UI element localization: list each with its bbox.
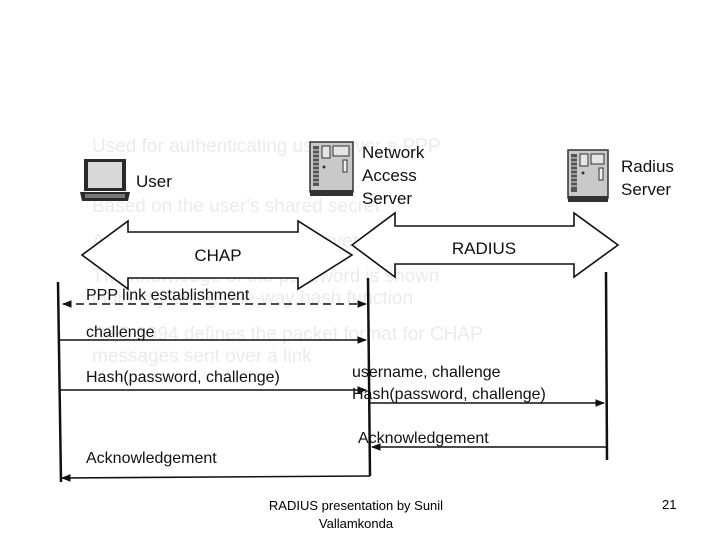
nas-label: Network Access Server (362, 143, 429, 208)
ghost-line: Based on the user's shared secret (92, 196, 380, 217)
chap-double-arrow (80, 219, 354, 291)
radius-label: RADIUS (452, 239, 516, 258)
nas-label-line: Server (362, 189, 412, 208)
radius-double-arrow (350, 211, 620, 279)
user-lifeline (56, 281, 63, 483)
radius-server-label-line: Server (621, 180, 671, 199)
radius-server-label: Radius Server (621, 157, 679, 199)
footer-caption-line: Vallamkonda (318, 516, 394, 531)
user-label: User (136, 172, 172, 191)
ppp-link-label: PPP link establishment (86, 287, 250, 304)
user-ack-arrow (61, 474, 371, 482)
radius-server-icon (567, 149, 609, 202)
laptop-icon (80, 159, 130, 201)
chap-label: CHAP (194, 246, 241, 265)
user-ack-label: Acknowledgement (86, 450, 217, 467)
ghost-line: messages sent over a link (92, 346, 312, 367)
nas-server-icon (309, 141, 354, 196)
nas-lifeline (366, 277, 372, 477)
page-number: 21 (662, 497, 677, 512)
hash-label: Hash(password, challenge) (86, 369, 280, 386)
radius-lifeline (604, 271, 609, 461)
footer-caption-line: RADIUS presentation by Sunil (268, 498, 444, 513)
radius-server-label-line: Radius (621, 157, 674, 176)
access-request-label-line: username, challenge (352, 364, 501, 381)
nas-label-line: Access (362, 166, 417, 185)
access-request-label: username, challenge Hash(password, chall… (352, 364, 546, 403)
access-request-label-line: Hash(password, challenge) (352, 386, 546, 403)
radius-ack-label: Acknowledgement (358, 430, 489, 447)
nas-label-line: Network (362, 143, 425, 162)
challenge-label: challenge (86, 324, 155, 341)
footer-caption: RADIUS presentation by Sunil Vallamkonda (256, 497, 456, 533)
